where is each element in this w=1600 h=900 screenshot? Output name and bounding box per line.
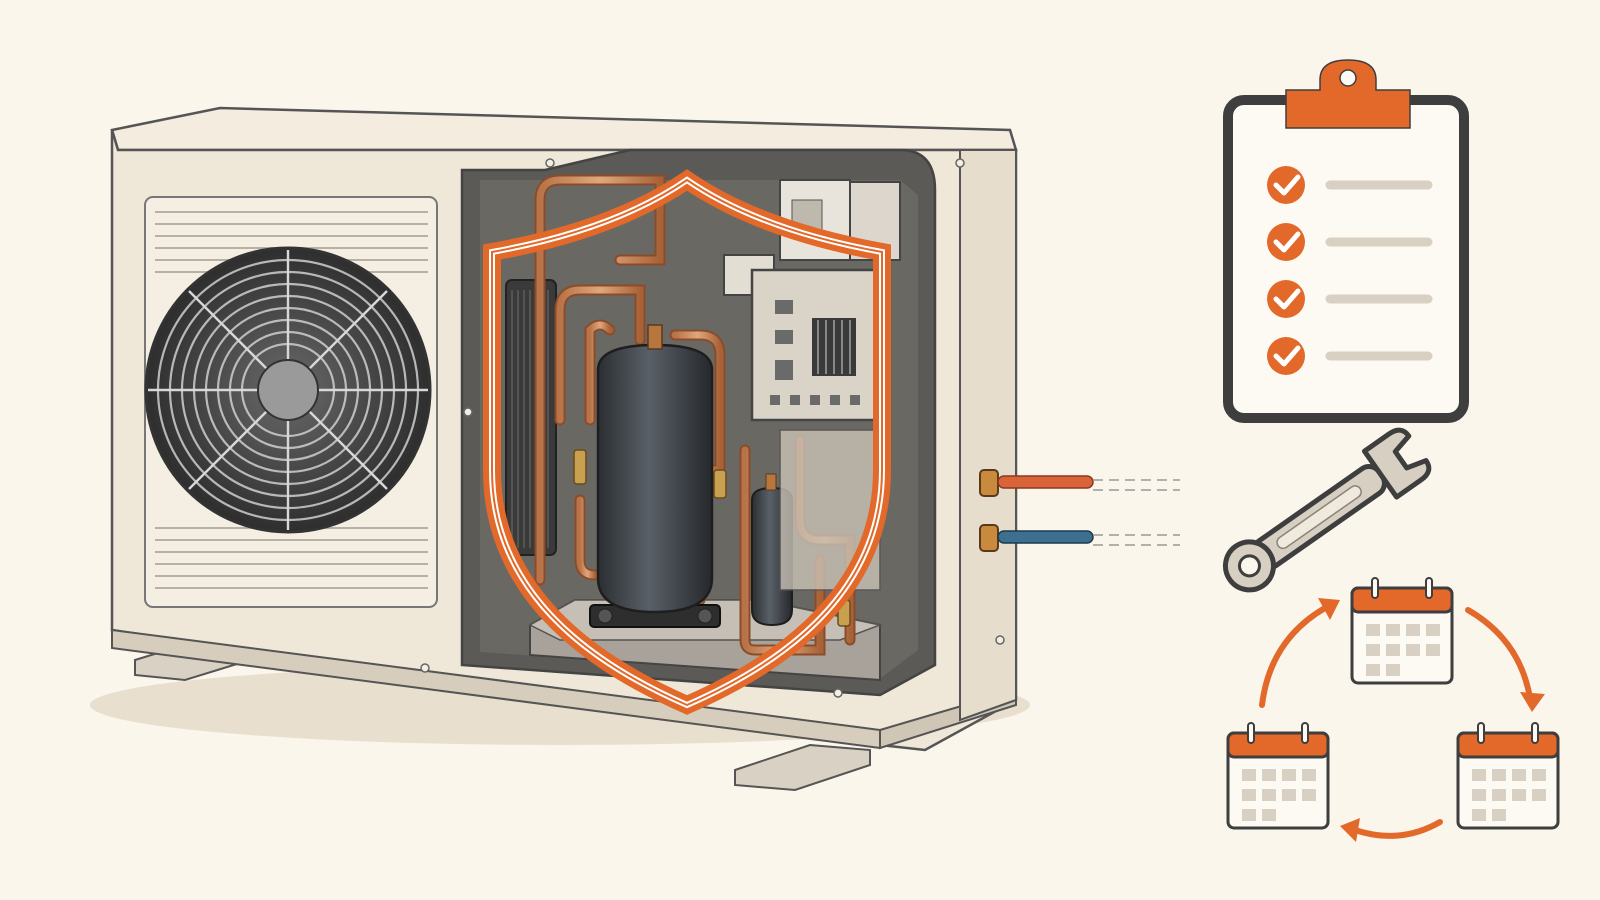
recurring-schedule-icon xyxy=(1226,577,1560,842)
service-ports xyxy=(979,469,999,552)
wrench-icon xyxy=(1222,427,1432,593)
checklist-item xyxy=(1267,337,1433,375)
checklist-item xyxy=(1267,280,1433,318)
checklist-item xyxy=(1267,223,1433,261)
maintenance-checklist-icon xyxy=(1223,59,1469,423)
calendar-icon xyxy=(1226,722,1330,830)
checklist-item xyxy=(1267,166,1433,204)
protection-shield-icon xyxy=(483,169,891,715)
fan-icon xyxy=(144,246,432,534)
hot-refrigerant-line xyxy=(997,475,1180,491)
calendar-icon xyxy=(1350,577,1454,685)
casing-screws xyxy=(420,158,1005,698)
compressor-icon xyxy=(589,324,721,628)
calendar-icon xyxy=(1456,722,1560,830)
cold-refrigerant-line xyxy=(997,530,1180,546)
